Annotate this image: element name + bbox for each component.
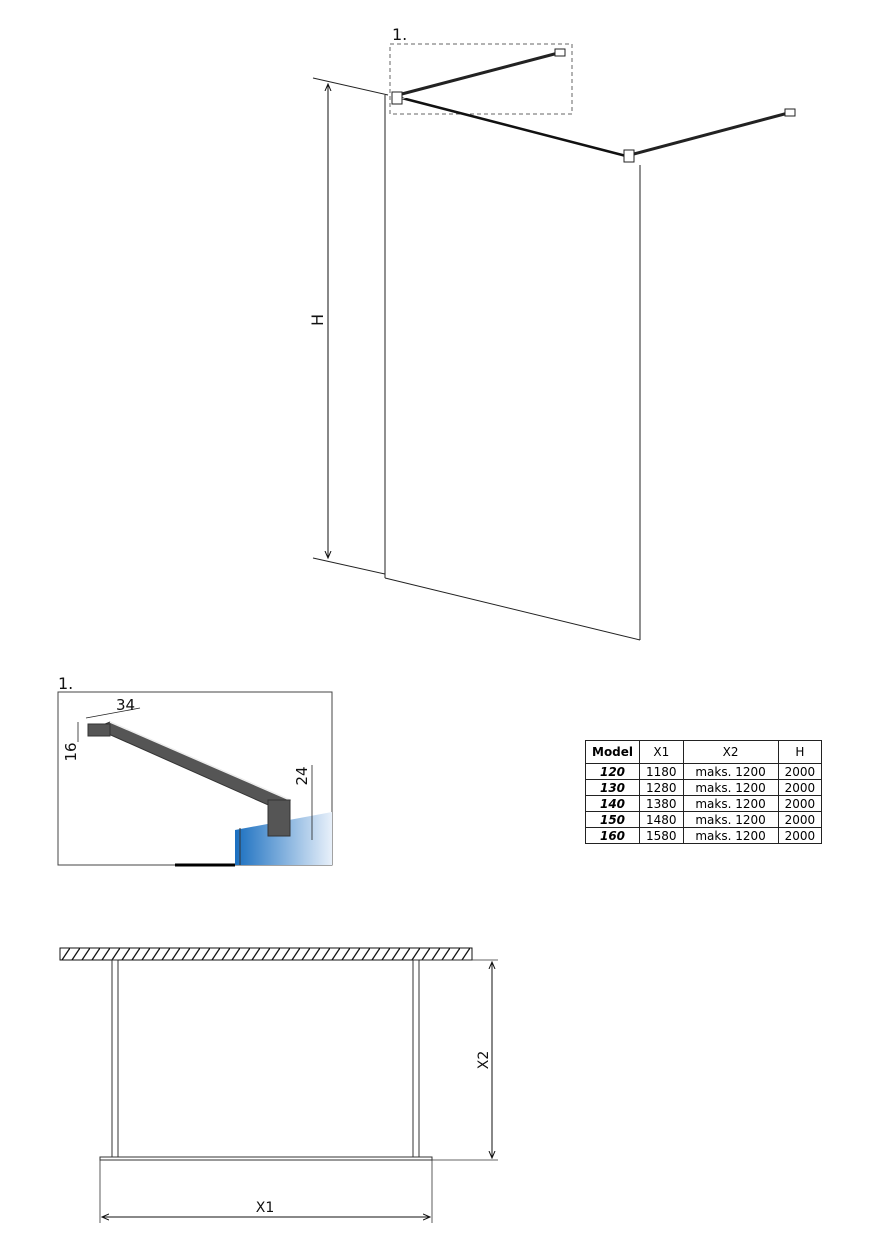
glass-panel [235, 812, 332, 865]
cell-model: 160 [584, 827, 641, 844]
header-x1: X1 [639, 740, 684, 764]
main-view: 1. H [308, 25, 796, 641]
cell-model: 120 [584, 763, 641, 780]
wall-mount-1 [554, 48, 566, 57]
glass-plan [99, 1156, 433, 1161]
cell-x2: maks. 1200 [682, 811, 779, 828]
cell-h: 2000 [777, 795, 823, 812]
detail-bar [93, 721, 292, 809]
detail-callout-label: 1. [392, 25, 407, 44]
ceiling-hatch [59, 947, 473, 961]
cell-x2: maks. 1200 [682, 779, 779, 796]
wall-mount-2 [784, 108, 796, 117]
cell-x2: maks. 1200 [682, 795, 779, 812]
cell-h: 2000 [777, 763, 823, 780]
detail-glass-clamp [267, 799, 291, 837]
cell-x2: maks. 1200 [682, 763, 779, 780]
cell-x1: 1180 [639, 763, 684, 780]
bar-left [111, 959, 119, 1161]
detail-view: 1. 34 16 24 [57, 674, 333, 867]
x2-label: X2 [476, 1051, 492, 1070]
header-h: H [777, 740, 823, 764]
table-header-row: Model X1 X2 H [584, 740, 823, 764]
glass-top-edge [397, 95, 631, 159]
cell-model: 140 [584, 795, 641, 812]
detail-label: 1. [58, 674, 73, 693]
cell-x1: 1580 [639, 827, 684, 844]
dim-extension-top [312, 77, 389, 96]
dim-16: 16 [62, 742, 80, 761]
height-label: H [308, 314, 327, 326]
header-model: Model [584, 740, 641, 764]
stabilizer-bar-1 [397, 50, 563, 97]
dim-24: 24 [293, 766, 311, 785]
detail-callout-box [389, 43, 573, 115]
cell-x1: 1480 [639, 811, 684, 828]
cell-model: 150 [584, 811, 641, 828]
floor-line [384, 577, 641, 641]
cell-x1: 1380 [639, 795, 684, 812]
dim-extension-bottom [312, 557, 386, 575]
bar-right [412, 959, 420, 1161]
glass-clamp-2 [623, 149, 635, 163]
x1-label: X1 [256, 1200, 275, 1216]
glass-clamp-1 [391, 91, 403, 105]
stabilizer-bar-2 [629, 110, 793, 157]
header-x2: X2 [682, 740, 779, 764]
plan-view: X2 X1 [59, 947, 498, 1223]
cell-model: 130 [584, 779, 641, 796]
cell-x2: maks. 1200 [682, 827, 779, 844]
cell-h: 2000 [777, 811, 823, 828]
dim-34: 34 [116, 696, 135, 714]
cell-x1: 1280 [639, 779, 684, 796]
cell-h: 2000 [777, 779, 823, 796]
detail-wall-mount [87, 723, 111, 737]
cell-h: 2000 [777, 827, 823, 844]
